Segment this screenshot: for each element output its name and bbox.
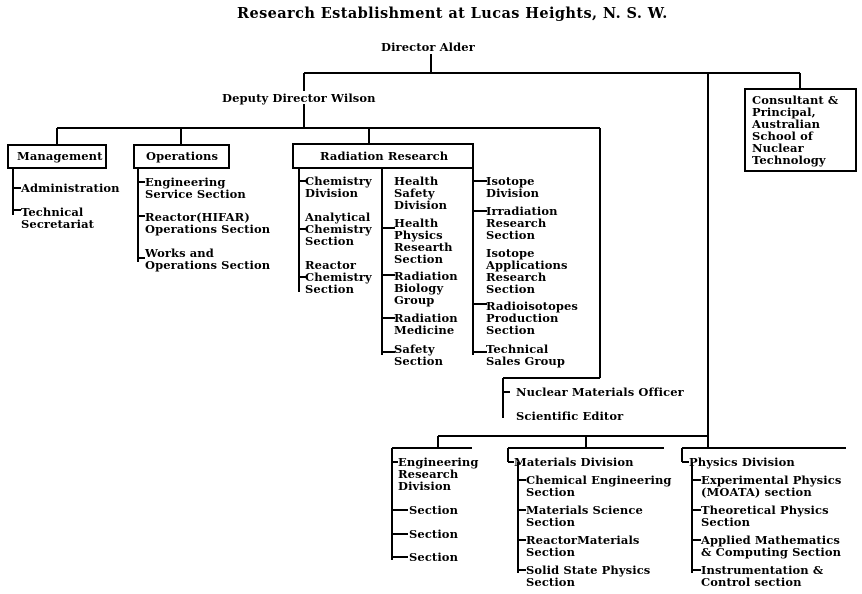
radiation-research-label: Radiation Research — [320, 149, 449, 163]
radiation-col3-item: Irradiation Research Section — [486, 204, 558, 242]
materials-division-item: Chemical Engineering Section — [526, 473, 672, 499]
radiation-col3-item: Isotope Applications Research Section — [486, 246, 568, 296]
radiation-col3-item: Isotope Division — [486, 174, 540, 200]
radiation-col1-item: Chemistry Division — [305, 174, 372, 200]
materials-division-label: Materials Division — [514, 455, 634, 469]
radiation-col2-item: Radiation Biology Group — [394, 269, 458, 307]
physics-division-item: Instrumentation & Control section — [701, 563, 824, 589]
physics-division-item: Theoretical Physics Section — [701, 503, 829, 529]
operations-box — [133, 144, 230, 169]
deputy-director-label: Deputy Director Wilson — [222, 91, 376, 105]
chart-title: Research Establishment at Lucas Heights,… — [237, 5, 668, 22]
operations-item: Works and Operations Section — [145, 246, 271, 272]
engineering-research-item: Section — [409, 527, 459, 541]
engineering-research-label: Engineering Research Division — [398, 455, 479, 493]
management-label: Management — [17, 149, 103, 163]
engineering-research-item: Section — [409, 503, 459, 517]
physics-division-label: Physics Division — [689, 455, 795, 469]
radiation-col2-item: Radiation Medicine — [394, 311, 458, 337]
nuclear-materials-officer-label: Nuclear Materials Officer — [516, 385, 684, 399]
radiation-col3-item: Technical Sales Group — [486, 342, 565, 368]
operations-label: Operations — [146, 149, 219, 163]
scientific-editor-label: Scientific Editor — [516, 409, 624, 423]
materials-division-item: Materials Science Section — [526, 503, 643, 529]
materials-division-item: Solid State Physics Section — [526, 563, 651, 589]
operations-item: Reactor(HIFAR) Operations Section — [145, 210, 271, 236]
management-box — [7, 144, 107, 169]
director-label: Director Alder — [381, 40, 475, 54]
consultant-label: Consultant & Principal, Australian Schoo… — [752, 93, 839, 167]
radiation-research-box — [292, 143, 474, 169]
radiation-col2-item: Health Physics Researth Section — [394, 216, 453, 266]
management-item: Technical Secretariat — [21, 205, 95, 231]
operations-item: Engineering Service Section — [145, 175, 246, 201]
radiation-col3-item: Radioisotopes Production Section — [486, 299, 578, 337]
radiation-col2-item: Health Safety Division — [394, 174, 448, 212]
consultant-box — [744, 88, 857, 172]
radiation-col1-item: Analytical Chemistry Section — [305, 210, 372, 248]
radiation-col1-item: Reactor Chemistry Section — [305, 258, 372, 296]
engineering-research-item: Section — [409, 550, 459, 564]
physics-division-item: Applied Mathematics & Computing Section — [701, 533, 842, 559]
materials-division-item: ReactorMaterials Section — [526, 533, 640, 559]
management-item: Administration — [21, 181, 120, 195]
radiation-col2-item: Safety Section — [394, 342, 444, 368]
physics-division-item: Experimental Physics (MOATA) section — [701, 473, 842, 499]
